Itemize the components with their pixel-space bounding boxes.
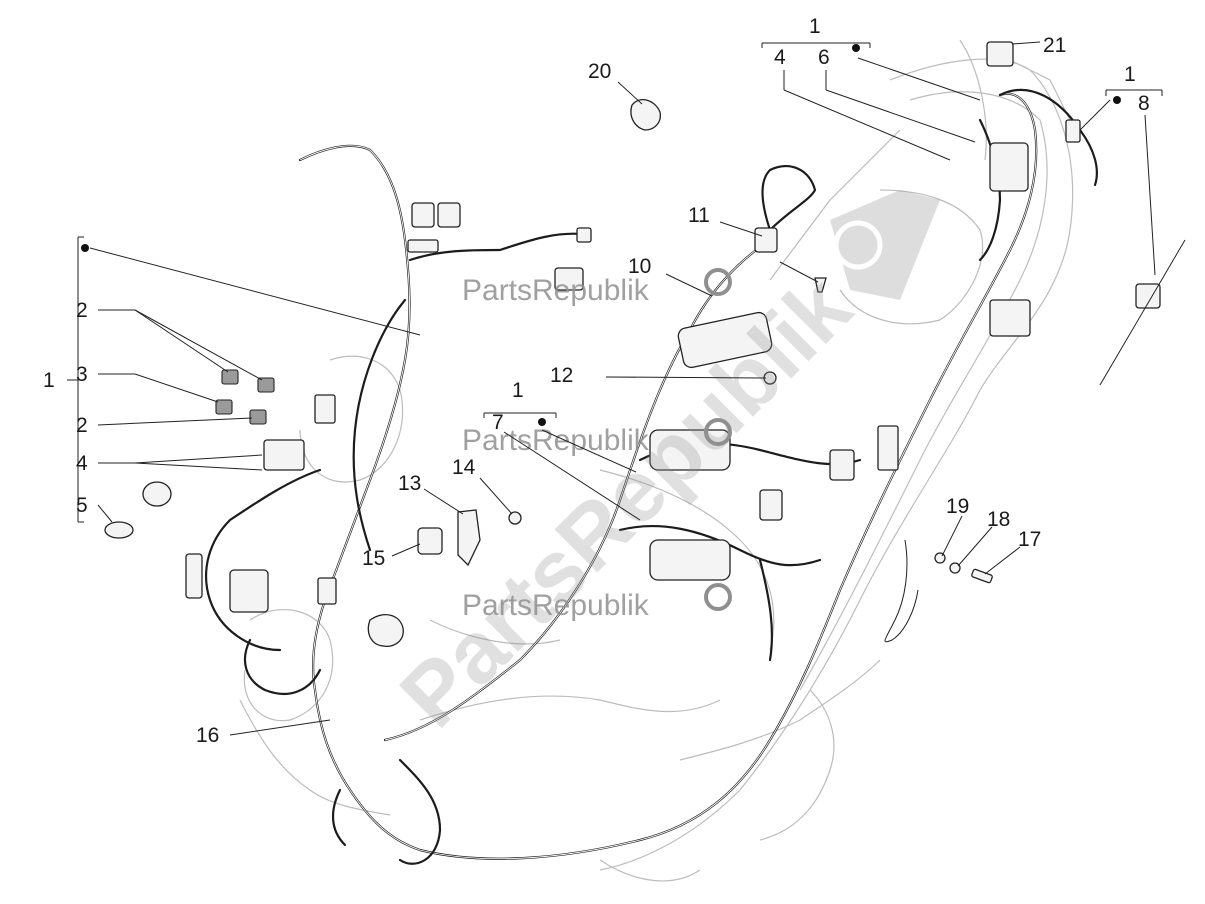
bullet-dot-top bbox=[852, 44, 860, 52]
small-plug-top bbox=[576, 227, 592, 243]
callout-1-left: 1 bbox=[43, 369, 55, 392]
fuse-part-2c bbox=[249, 409, 267, 425]
nut-part-14 bbox=[508, 511, 522, 525]
watermark-brand-middle: PartsRepublik bbox=[462, 424, 650, 457]
bullet-dot-middle bbox=[538, 418, 546, 426]
cable-tie bbox=[1099, 239, 1186, 386]
callout-15: 15 bbox=[362, 547, 385, 570]
relay-middle bbox=[759, 489, 783, 521]
bullet-dot-left bbox=[81, 244, 89, 252]
callout-1-top: 1 bbox=[809, 15, 821, 38]
bullet-dot-right bbox=[1113, 96, 1121, 104]
callout-2-bottom: 2 bbox=[76, 414, 88, 437]
callout-4-left: 4 bbox=[76, 452, 88, 475]
callout-5: 5 bbox=[76, 494, 88, 517]
long-connector bbox=[877, 425, 899, 471]
callout-4-top: 4 bbox=[774, 46, 786, 69]
ecu-bracket bbox=[677, 311, 773, 369]
multi-pin-connector bbox=[314, 394, 336, 424]
group-bullets bbox=[81, 44, 1121, 426]
watermark-brand-top: PartsRepublik bbox=[462, 274, 650, 307]
harness-components bbox=[104, 41, 1186, 647]
relay-connector bbox=[407, 239, 439, 253]
fuse-part-3 bbox=[215, 399, 233, 415]
leader-lines bbox=[67, 41, 1163, 736]
callout-20: 20 bbox=[588, 60, 611, 83]
relay-plug-left bbox=[317, 577, 337, 605]
washer-part-19 bbox=[934, 552, 946, 564]
callout-13: 13 bbox=[398, 472, 421, 495]
callout-18: 18 bbox=[987, 508, 1010, 531]
callout-11: 11 bbox=[688, 204, 710, 227]
fuse-part-2a bbox=[221, 369, 239, 385]
battery-relay bbox=[989, 299, 1031, 337]
callout-1-right: 1 bbox=[1124, 63, 1136, 86]
fuse-part-2b bbox=[257, 377, 275, 393]
callout-6: 6 bbox=[818, 46, 830, 69]
relay-right bbox=[829, 449, 855, 481]
clip-holder bbox=[367, 614, 404, 647]
callout-16: 16 bbox=[196, 724, 219, 747]
clamp-part-5 bbox=[104, 521, 134, 539]
callout-1-middle: 1 bbox=[512, 379, 524, 402]
callout-12: 12 bbox=[550, 364, 573, 387]
connector-group-4 bbox=[263, 439, 305, 471]
cap-part-20 bbox=[630, 99, 661, 131]
ground-strap-part bbox=[884, 539, 919, 643]
connector-block-upper bbox=[554, 267, 584, 291]
main-fuse-holder bbox=[989, 142, 1029, 192]
callout-labels: 1 2 3 2 4 5 1 4 6 1 8 21 20 11 10 12 1 7… bbox=[43, 15, 1150, 747]
watermark-diagonal-text: PartsRepublik bbox=[381, 256, 870, 745]
callout-3: 3 bbox=[76, 363, 88, 386]
connector-cluster-lower bbox=[649, 539, 731, 581]
callout-8: 8 bbox=[1138, 92, 1150, 115]
fuse-box-left bbox=[411, 202, 435, 228]
callout-17: 17 bbox=[1018, 528, 1041, 551]
fuse-box-right bbox=[437, 202, 461, 228]
gear-icon bbox=[830, 190, 940, 300]
watermark-brand-bottom: PartsRepublik bbox=[462, 589, 650, 622]
gear-icon bbox=[704, 268, 732, 611]
callout-10: 10 bbox=[628, 255, 651, 278]
callout-7: 7 bbox=[492, 411, 504, 434]
washer-part-18 bbox=[949, 562, 961, 574]
fuse-part-21 bbox=[986, 41, 1014, 67]
cable-tie-clip bbox=[1135, 283, 1161, 309]
scooter-frame-outline bbox=[239, 39, 1074, 882]
callout-2-top: 2 bbox=[76, 299, 88, 322]
main-wiring-harness bbox=[205, 88, 1098, 865]
callout-21: 21 bbox=[1043, 34, 1066, 57]
connector-part-11 bbox=[754, 227, 778, 253]
callout-19: 19 bbox=[946, 495, 969, 518]
ignition-switch-block bbox=[229, 569, 269, 613]
rear-plug bbox=[1065, 119, 1081, 143]
relay-part-15 bbox=[417, 527, 443, 555]
horn-connector bbox=[142, 481, 172, 507]
callout-14: 14 bbox=[452, 456, 476, 479]
bracket-part-13 bbox=[457, 509, 481, 567]
sensor-plug-left bbox=[185, 553, 203, 599]
bolt-part-17 bbox=[971, 568, 993, 584]
